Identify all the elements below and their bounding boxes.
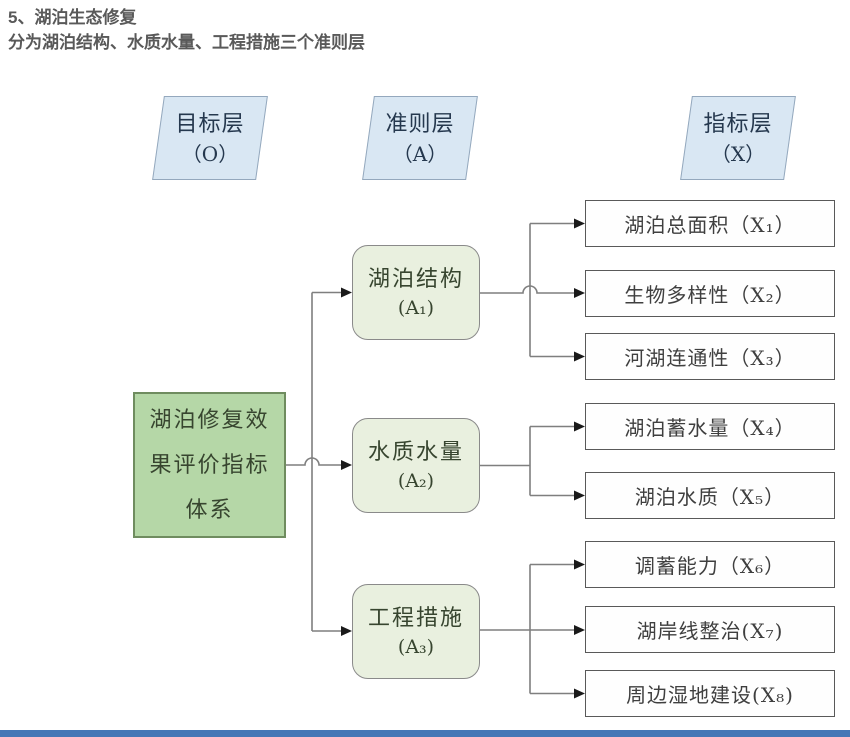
criteria-code: (A₁) <box>397 296 435 319</box>
layer-header-indicator: 指标层 （X） <box>680 96 796 180</box>
page-title: 5、湖泊生态修复 <box>8 8 137 27</box>
layer-label: 指标层 <box>703 111 773 137</box>
criteria-label: 工程措施 <box>367 605 464 631</box>
arrow-icon <box>341 287 352 298</box>
arrow-icon <box>574 351 585 362</box>
connector-a1-x2 <box>480 285 574 294</box>
layer-header-goal-text: 目标层 （O） <box>158 96 262 180</box>
layer-header-criteria-text: 准则层 （A） <box>368 96 472 180</box>
arrow-icon <box>574 421 585 432</box>
layer-label: 目标层 <box>175 111 245 137</box>
indicator-box-x1: 湖泊总面积（X₁） <box>585 200 835 247</box>
arrow-icon <box>574 559 585 570</box>
arrow-icon <box>341 626 352 636</box>
bottom-accent-bar <box>0 730 850 737</box>
criteria-label: 湖泊结构 <box>367 266 464 292</box>
indicator-box-x7: 湖岸线整治(X₇) <box>585 606 835 653</box>
arrow-icon <box>574 490 585 501</box>
indicator-box-x4: 湖泊蓄水量（X₄） <box>585 403 835 450</box>
goal-box: 湖泊修复效 果评价指标 体系 <box>133 392 286 538</box>
criteria-box-a1: 湖泊结构 (A₁) <box>352 245 480 340</box>
criteria-box-a2: 水质水量 (A₂) <box>352 418 480 513</box>
page-subtitle: 分为湖泊结构、水质水量、工程措施三个准则层 <box>8 33 365 52</box>
layer-code: （A） <box>392 141 448 166</box>
layer-label: 准则层 <box>385 111 455 137</box>
indicator-box-x3: 河湖连通性（X₃） <box>585 333 835 380</box>
arrow-icon <box>574 688 585 699</box>
arrow-icon <box>574 218 585 229</box>
layer-header-goal: 目标层 （O） <box>152 96 268 180</box>
indicator-box-x8: 周边湿地建设(X₈) <box>585 670 835 717</box>
indicator-box-x2: 生物多样性（X₂） <box>585 270 835 317</box>
layer-header-indicator-text: 指标层 （X） <box>686 96 790 180</box>
indicator-box-x6: 调蓄能力（X₆） <box>585 541 835 588</box>
arrow-icon <box>574 288 585 298</box>
criteria-code: (A₂) <box>397 469 435 492</box>
arrow-icon <box>574 625 585 635</box>
criteria-box-a3: 工程措施 (A₃) <box>352 584 480 679</box>
layer-header-criteria: 准则层 （A） <box>362 96 478 180</box>
layer-code: （X） <box>710 141 766 166</box>
layer-code: （O） <box>181 141 239 166</box>
criteria-code: (A₃) <box>397 635 435 658</box>
arrow-icon <box>341 460 352 470</box>
criteria-label: 水质水量 <box>367 439 464 465</box>
indicator-box-x5: 湖泊水质（X₅） <box>585 472 835 519</box>
connector-goal-a2 <box>286 457 341 466</box>
